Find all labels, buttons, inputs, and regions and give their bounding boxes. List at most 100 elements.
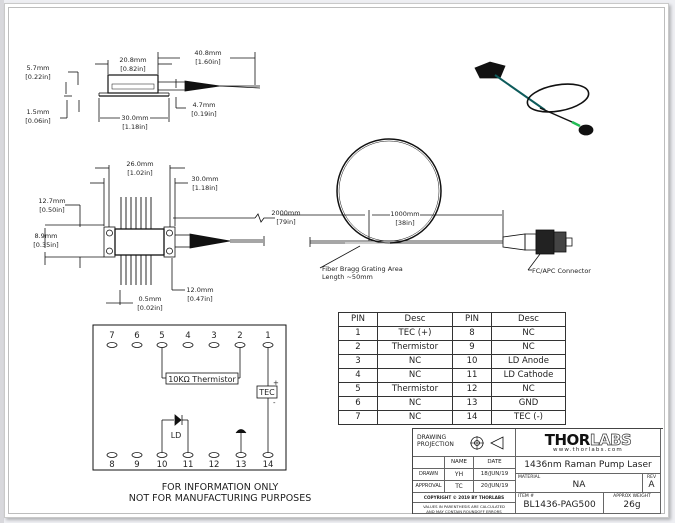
third-angle-projection-icon — [470, 436, 504, 450]
desc-cell: NC — [377, 354, 453, 369]
fbg-callout-line2: Length ~50mm — [322, 273, 373, 281]
rev-label: REV — [646, 475, 657, 480]
pin-cell: 7 — [338, 410, 378, 425]
material-cell: MATERIAL NA — [516, 474, 643, 493]
dim-top-width-in: [0.82in] — [120, 65, 145, 73]
note-line2: AND MAY CONTAIN ROUNDOFF ERRORS — [426, 509, 502, 514]
pin-label: 7 — [109, 331, 114, 341]
dim-loop-in: [38in] — [395, 219, 414, 227]
dim-pin-width-mm: 0.5mm — [138, 295, 161, 303]
dim-hole-pitch-mm: 8.9mm — [34, 232, 57, 240]
pin-label: 13 — [236, 460, 247, 470]
drawn-name: YH — [445, 469, 474, 481]
dim-flange-height-mm: 12.7mm — [38, 197, 65, 205]
copyright: COPYRIGHT © 2019 BY THORLABS — [413, 493, 516, 503]
pin-label: 8 — [109, 460, 114, 470]
item-cell: ITEM # BL1436-PAG500 — [516, 493, 604, 514]
thorlabs-logo: THORLABS — [516, 431, 660, 450]
connector-callout: FC/APC Connector — [532, 267, 591, 275]
projection-label: DRAWING PROJECTION — [417, 434, 454, 448]
dim-fiber-in: [79in] — [276, 218, 295, 226]
dim-fiber-length-mm: 40.8mm — [194, 49, 221, 57]
dim-loop-mm: 1000mm — [390, 210, 419, 218]
pin-cell: 10 — [452, 354, 492, 369]
weight-value: 26g — [623, 500, 641, 510]
part-title: 1436nm Raman Pump Laser — [516, 457, 661, 474]
dim-height-left-mm: 5.7mm — [26, 64, 49, 72]
drawn-date: 18/JUN/19 — [474, 469, 516, 481]
desc-cell: NC — [491, 326, 566, 341]
viewer-left-edge — [0, 0, 4, 523]
pin-cell: 1 — [338, 326, 378, 341]
desc-cell: NC — [491, 340, 566, 355]
projection-label-line2: PROJECTION — [417, 441, 454, 448]
dim-height-left-in: [0.22in] — [25, 73, 50, 81]
pin-cell: 14 — [452, 410, 492, 425]
disclaimer-line1: FOR INFORMATION ONLY — [161, 482, 279, 493]
header-pin: PIN — [338, 312, 378, 327]
tec-minus: - — [273, 399, 276, 407]
top-view — [44, 165, 275, 305]
pin-cell: 4 — [338, 368, 378, 383]
pinout-labels: 10KΩ Thermistor TEC + - LD — [168, 375, 279, 440]
pin-label: 11 — [183, 460, 194, 470]
product-image — [474, 61, 594, 136]
approval-date: 20/JUN/19 — [474, 481, 516, 493]
dim-right-height-in: [0.19in] — [191, 110, 216, 118]
logo-cell: THORLABS www.thorlabs.com — [516, 429, 661, 457]
desc-cell: NC — [377, 368, 453, 383]
approval-label: APPROVAL — [413, 481, 445, 493]
dim-fiber-length-in: [1.60in] — [195, 58, 220, 66]
tec-label: TEC — [258, 388, 275, 397]
desc-cell: Thermistor — [377, 382, 453, 397]
projection-label-line1: DRAWING — [417, 434, 447, 441]
rev-cell: REV A — [643, 474, 661, 493]
pin-cell: 8 — [452, 326, 492, 341]
pin-numbers: 7 6 5 4 3 2 1 8 9 10 11 12 13 14 — [109, 331, 273, 470]
pin-label: 1 — [265, 331, 270, 341]
date-header: DATE — [474, 457, 516, 469]
projection-cell: DRAWING PROJECTION — [413, 429, 516, 457]
dim-hole-pitch-in: [0.35in] — [33, 241, 58, 249]
pin-cell: 12 — [452, 382, 492, 397]
pin-cell: 2 — [338, 340, 378, 355]
desc-cell: GND — [491, 396, 566, 411]
desc-cell: TEC (+) — [377, 326, 453, 341]
pin-cell: 11 — [452, 368, 492, 383]
ld-label: LD — [171, 431, 182, 440]
desc-cell: NC — [377, 410, 453, 425]
fiber-loop — [280, 138, 573, 271]
desc-cell: NC — [377, 396, 453, 411]
dim-fiber-mm: 2000mm — [271, 209, 300, 217]
rounding-note: VALUES IN PARENTHESIS ARE CALCULATED AND… — [413, 503, 516, 514]
pin-table-header: PIN Desc PIN Desc — [338, 312, 566, 327]
drawn-label: DRAWN — [413, 469, 445, 481]
name-header: NAME — [445, 457, 474, 469]
desc-cell: TEC (-) — [491, 410, 566, 425]
pin-label: 4 — [185, 331, 190, 341]
disclaimer-line2: NOT FOR MANUFACTURING PURPOSES — [128, 493, 312, 504]
pin-cell: 3 — [338, 354, 378, 369]
dim-flange-width-in: [1.18in] — [192, 184, 217, 192]
item-label: ITEM # — [518, 494, 535, 499]
dim-pin-width-in: [0.02in] — [137, 304, 162, 312]
dim-base-in: [0.06in] — [25, 117, 50, 125]
pin-cell: 9 — [452, 340, 492, 355]
rev-value: A — [648, 480, 655, 490]
pin-label: 2 — [237, 331, 242, 341]
pin-label: 10 — [157, 460, 168, 470]
weight-cell: APPROX WEIGHT 26g — [604, 493, 661, 514]
pinout-diagram — [92, 324, 287, 471]
desc-cell: LD Anode — [491, 354, 566, 369]
fbg-callout-line1: Fiber Bragg Grating Area — [322, 265, 403, 273]
thermistor-label: 10KΩ Thermistor — [168, 375, 236, 384]
sheet-border — [8, 7, 665, 514]
desc-cell: NC — [491, 382, 566, 397]
